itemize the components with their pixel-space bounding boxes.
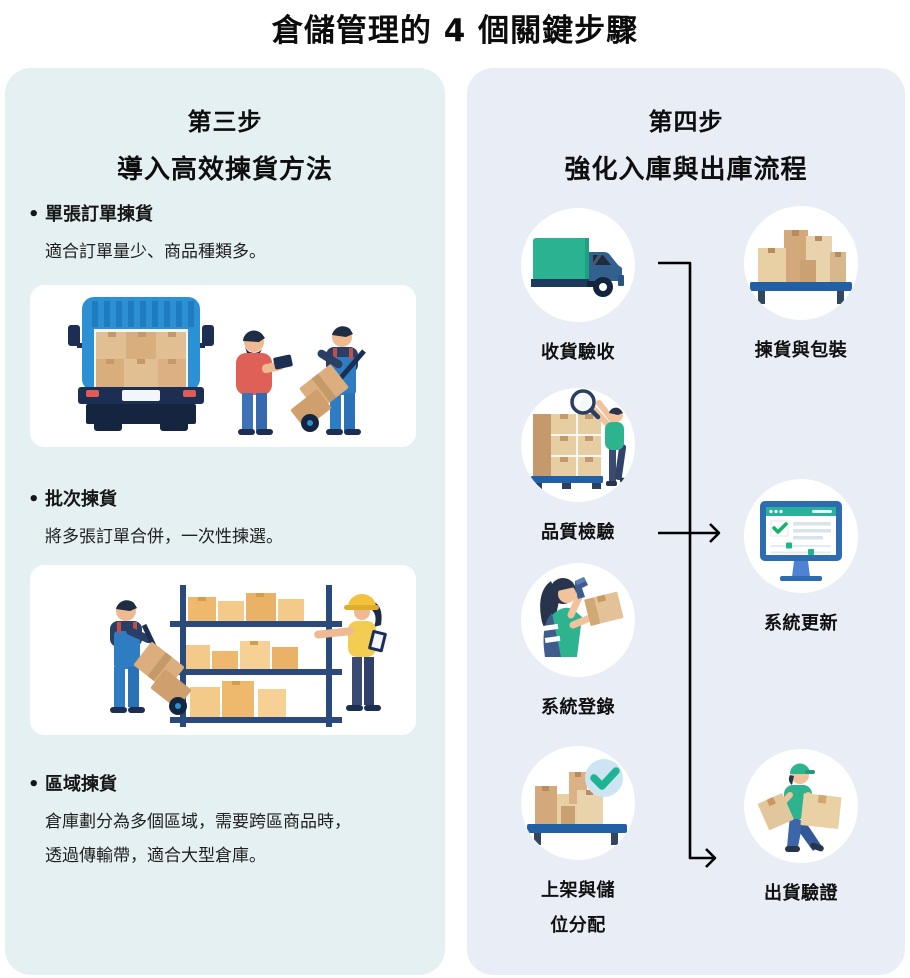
delivery-person-icon bbox=[744, 749, 858, 863]
flow-node-label-line1: 上架與儲 bbox=[541, 880, 615, 901]
step3-panel: 第三步 導入高效揀貨方法 • 單張訂單揀貨 適合訂單量少、商品種類多。 bbox=[5, 68, 445, 975]
flow-node-receiving: 收貨驗收 bbox=[498, 208, 658, 370]
step4-panel: 第四步 強化入庫與出庫流程 bbox=[467, 68, 905, 975]
flow-node-system-update: 系統更新 bbox=[721, 479, 881, 641]
bullet-title: • 區域揀貨 bbox=[28, 772, 433, 798]
step4-label: 第四步 bbox=[648, 108, 724, 136]
flow-node-system-registration: 系統登錄 bbox=[498, 563, 658, 725]
flow-node-putaway-allocation: 上架與儲 位分配 bbox=[498, 746, 658, 943]
bullet-desc: 適合訂單量少、商品種類多。 bbox=[45, 242, 266, 262]
bullet-zone-picking: • 區域揀貨 倉庫劃分為多個區域，需要跨區商品時， 透過傳輸帶，適合大型倉庫。 bbox=[28, 772, 433, 873]
flow-node-label: 系統登錄 bbox=[541, 697, 615, 718]
step4-heading: 強化入庫與出庫流程 bbox=[564, 155, 808, 185]
bullet-desc-line1: 倉庫劃分為多個區域，需要跨區商品時， bbox=[45, 812, 351, 832]
flow-node-label: 揀貨與包裝 bbox=[754, 340, 848, 361]
truck-unloading-icon bbox=[68, 297, 366, 435]
warehouse-shelf-icon bbox=[110, 585, 387, 727]
bullet-desc: 將多張訂單合併，一次性揀選。 bbox=[45, 527, 283, 547]
bullet-title: • 批次揀貨 bbox=[28, 487, 433, 513]
bullet-dot: • bbox=[28, 204, 40, 225]
bullet-desc-line2: 透過傳輸帶，適合大型倉庫。 bbox=[45, 846, 266, 866]
bullet-dot: • bbox=[28, 774, 40, 795]
flow-node-label-line2: 位分配 bbox=[550, 915, 606, 936]
flow-node-label: 系統更新 bbox=[764, 613, 838, 634]
bullet-title: • 單張訂單揀貨 bbox=[28, 202, 433, 228]
bullet-title-text: 區域揀貨 bbox=[45, 774, 117, 795]
system-monitor-icon bbox=[744, 479, 858, 593]
packed-boxes-icon bbox=[744, 206, 858, 320]
barcode-scanner-icon bbox=[521, 563, 635, 677]
step3-header: 第三步 導入高效揀貨方法 bbox=[5, 102, 445, 186]
page-title: 倉儲管理的 4 個關鍵步驟 bbox=[271, 13, 639, 49]
shelving-check-icon bbox=[521, 746, 635, 860]
step3-heading: 導入高效揀貨方法 bbox=[116, 155, 333, 185]
bullet-dot: • bbox=[28, 489, 40, 510]
truck-unloading-illustration bbox=[30, 285, 416, 447]
warehouse-shelf-illustration bbox=[30, 565, 416, 735]
bullet-title-text: 單張訂單揀貨 bbox=[45, 204, 153, 225]
delivery-truck-icon bbox=[521, 208, 635, 322]
bullet-title-text: 批次揀貨 bbox=[45, 489, 117, 510]
bullet-desc: 倉庫劃分為多個區域，需要跨區商品時， 透過傳輸帶，適合大型倉庫。 bbox=[28, 805, 433, 873]
flow-node-shipping-verification: 出貨驗證 bbox=[721, 749, 881, 911]
step4-header: 第四步 強化入庫與出庫流程 bbox=[467, 102, 905, 186]
quality-inspection-icon bbox=[521, 388, 635, 502]
flow-node-quality-check: 品質檢驗 bbox=[498, 388, 658, 550]
flow-node-label: 收貨驗收 bbox=[541, 342, 615, 363]
bullet-single-order-picking: • 單張訂單揀貨 適合訂單量少、商品種類多。 bbox=[28, 202, 433, 269]
flow-node-picking-packing: 揀貨與包裝 bbox=[721, 206, 881, 368]
flow-node-label: 上架與儲 位分配 bbox=[498, 873, 658, 943]
flow-node-label: 出貨驗證 bbox=[764, 883, 838, 904]
flow-node-label: 品質檢驗 bbox=[541, 522, 615, 543]
bullet-batch-picking: • 批次揀貨 將多張訂單合併，一次性揀選。 bbox=[28, 487, 433, 554]
step3-label: 第三步 bbox=[187, 108, 263, 136]
